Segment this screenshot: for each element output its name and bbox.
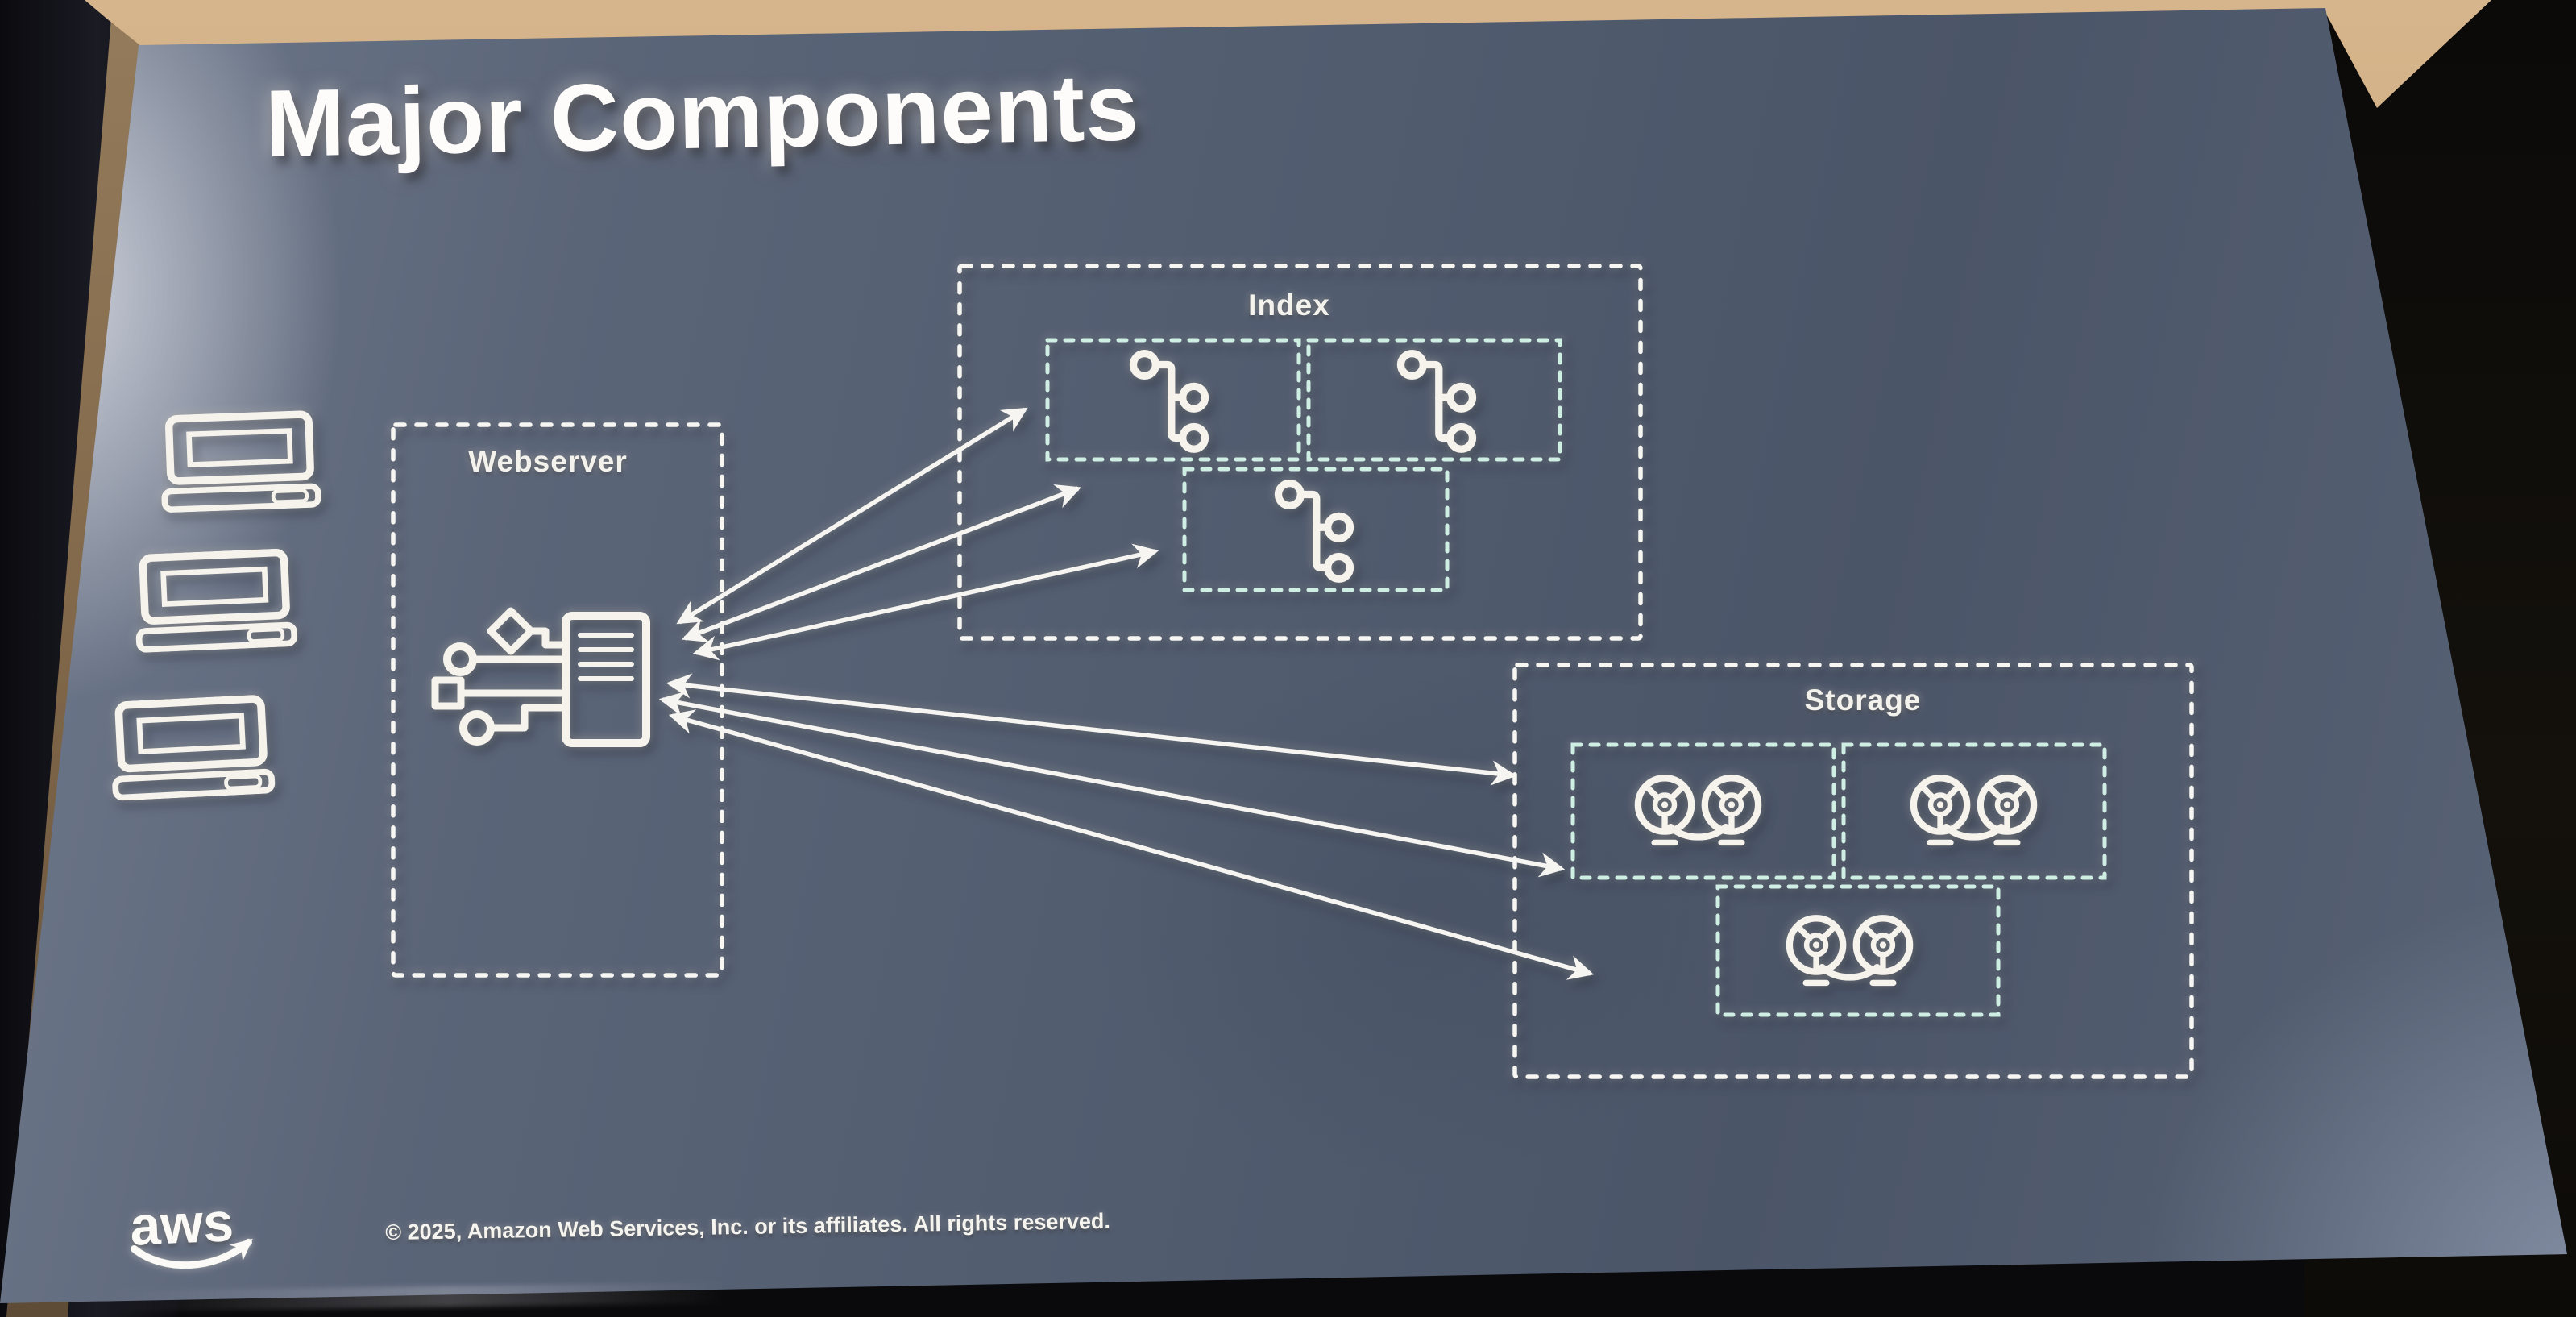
webserver-storage-arrow xyxy=(658,691,1566,878)
aws-smile-arrow-icon xyxy=(131,1238,253,1269)
webserver-box xyxy=(391,422,724,978)
storage-replica-box xyxy=(1570,742,1836,880)
index-node-icon xyxy=(1133,354,1205,450)
client-computer-icon xyxy=(111,698,272,798)
storage-node-icon xyxy=(1790,918,1910,983)
client-computer-icon xyxy=(135,552,294,650)
webserver-label: Webserver xyxy=(468,445,628,478)
webserver-index-arrow xyxy=(692,543,1159,661)
index-node-icon xyxy=(1278,484,1350,580)
index-replica-box xyxy=(1045,338,1301,462)
webserver-storage-arrow xyxy=(668,709,1595,980)
webserver-index-arrow xyxy=(682,484,1081,642)
storage-node-icon xyxy=(1638,778,1758,842)
webserver-storage-arrow xyxy=(666,673,1517,786)
webserver-icon xyxy=(431,607,650,747)
storage-label: Storage xyxy=(1804,683,1922,717)
storage-replica-box xyxy=(1841,742,2107,880)
aws-logo: aws xyxy=(126,1191,274,1280)
slide-title: Major Components xyxy=(264,54,1140,177)
connection-arrows xyxy=(658,407,1595,980)
index-replica-box xyxy=(1306,338,1562,462)
index-replica-box xyxy=(1182,467,1450,592)
index-label: Index xyxy=(1248,289,1330,322)
storage-box xyxy=(1512,663,2194,1079)
client-computer-icon xyxy=(162,414,318,510)
storage-replica-box xyxy=(1715,884,2001,1017)
index-node-icon xyxy=(1400,354,1472,450)
storage-node-icon xyxy=(1914,778,2034,842)
